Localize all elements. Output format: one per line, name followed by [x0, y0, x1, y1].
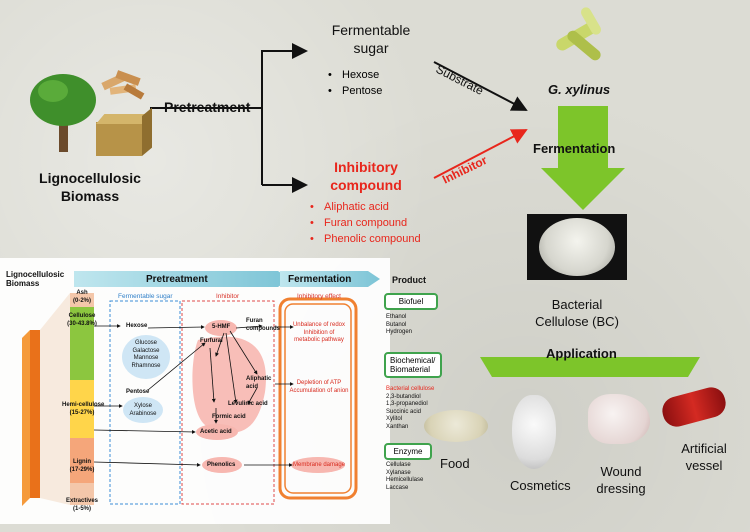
product-heading: Product: [392, 275, 427, 285]
food-photo: [424, 410, 488, 442]
enzyme-box: Enzyme: [384, 443, 432, 460]
lignocellulosic-biomass-label: Lignocellulosic: [39, 170, 141, 186]
application-label: Application: [546, 346, 617, 361]
wood-chips-icon: [100, 68, 148, 102]
enzyme-list: Cellulase Xylanase Hemicellulase Laccase: [386, 462, 424, 491]
hemicellulose-label: Hemi-cellulose(15-27%): [62, 402, 105, 416]
lignin-label: Lignin(17-29%): [69, 459, 95, 473]
inset-pretreatment-label: Pretreatment: [146, 274, 208, 285]
effect-membrane: Membrane damage: [292, 462, 346, 468]
formic-acid-node: Formic acid: [212, 414, 246, 420]
inhibitor-header: Inhibitor: [216, 293, 240, 300]
application-arrow: [480, 357, 700, 377]
pentose-sugars: Xylose Arabinose: [129, 403, 157, 417]
biochemical-list: Bacterial cellulose 2,3-butandiol 1,3-pr…: [386, 386, 435, 430]
acetic-acid-node: Acetic acid: [200, 429, 232, 435]
effect-redox: Unbalance of redox Inhibition of metabol…: [292, 322, 346, 343]
inhibitory-effect-header: Inhibitory effect: [297, 293, 341, 300]
inhibitor-item: Furan compound: [310, 215, 421, 231]
levulinic-acid-node: Levulinic acid: [228, 401, 268, 407]
furfural-node: Furfural: [200, 338, 223, 344]
hexose-sugars: Glucose Galactose Mannose Rhamnose: [131, 340, 161, 369]
cosmetics-mask-photo: [512, 395, 556, 469]
sugar-item: Pentose: [328, 83, 382, 99]
extractives-label: Extractives(1-5%): [65, 498, 99, 512]
effect-atp: Depletion of ATP Accumulation of anion: [289, 380, 349, 394]
cosmetics-label: Cosmetics: [510, 478, 571, 493]
hay-bale-icon: [96, 107, 154, 158]
phenolics-node: Phenolics: [207, 462, 236, 468]
cellulose-label: Cellulose(30-43.8%): [67, 313, 97, 327]
food-label: Food: [440, 456, 470, 471]
fermentation-arrow: [541, 106, 625, 210]
ash-label: Ash(0-2%): [72, 290, 91, 304]
inhibitor-list: Aliphatic acid Furan compound Phenolic c…: [310, 199, 421, 247]
bacterial-cellulose-photo: [527, 214, 627, 280]
bacteria-icon: [546, 5, 616, 68]
biofuel-list: Ethanol Butanol Hydrogen: [386, 314, 413, 335]
lignocellulosic-biomass-label-2: Biomass: [60, 188, 120, 204]
pretreatment-label: Pretreatment: [164, 99, 251, 115]
tree-icon: [28, 74, 98, 154]
inset-fermentation-label: Fermentation: [288, 274, 352, 285]
inhibitor-item: Aliphatic acid: [310, 199, 421, 215]
sugar-list: Hexose Pentose: [328, 67, 382, 99]
hmf-node: 5-HMF: [212, 324, 231, 330]
fermentable-sugar-header: Fermentable sugar: [118, 293, 173, 300]
sugar-item: Hexose: [328, 67, 382, 83]
wound-dressing-photo: [588, 394, 650, 444]
pentose-node: Pentose: [126, 389, 150, 395]
biochemical-box: Biochemical/Biomaterial: [384, 352, 442, 378]
inhibitor-item: Phenolic compound: [310, 231, 421, 247]
fermentation-label: Fermentation: [533, 141, 616, 156]
biofuel-box: Biofuel: [384, 293, 438, 310]
hexose-node: Hexose: [126, 323, 148, 329]
g-xylinus-label: G. xylinus: [548, 82, 611, 97]
